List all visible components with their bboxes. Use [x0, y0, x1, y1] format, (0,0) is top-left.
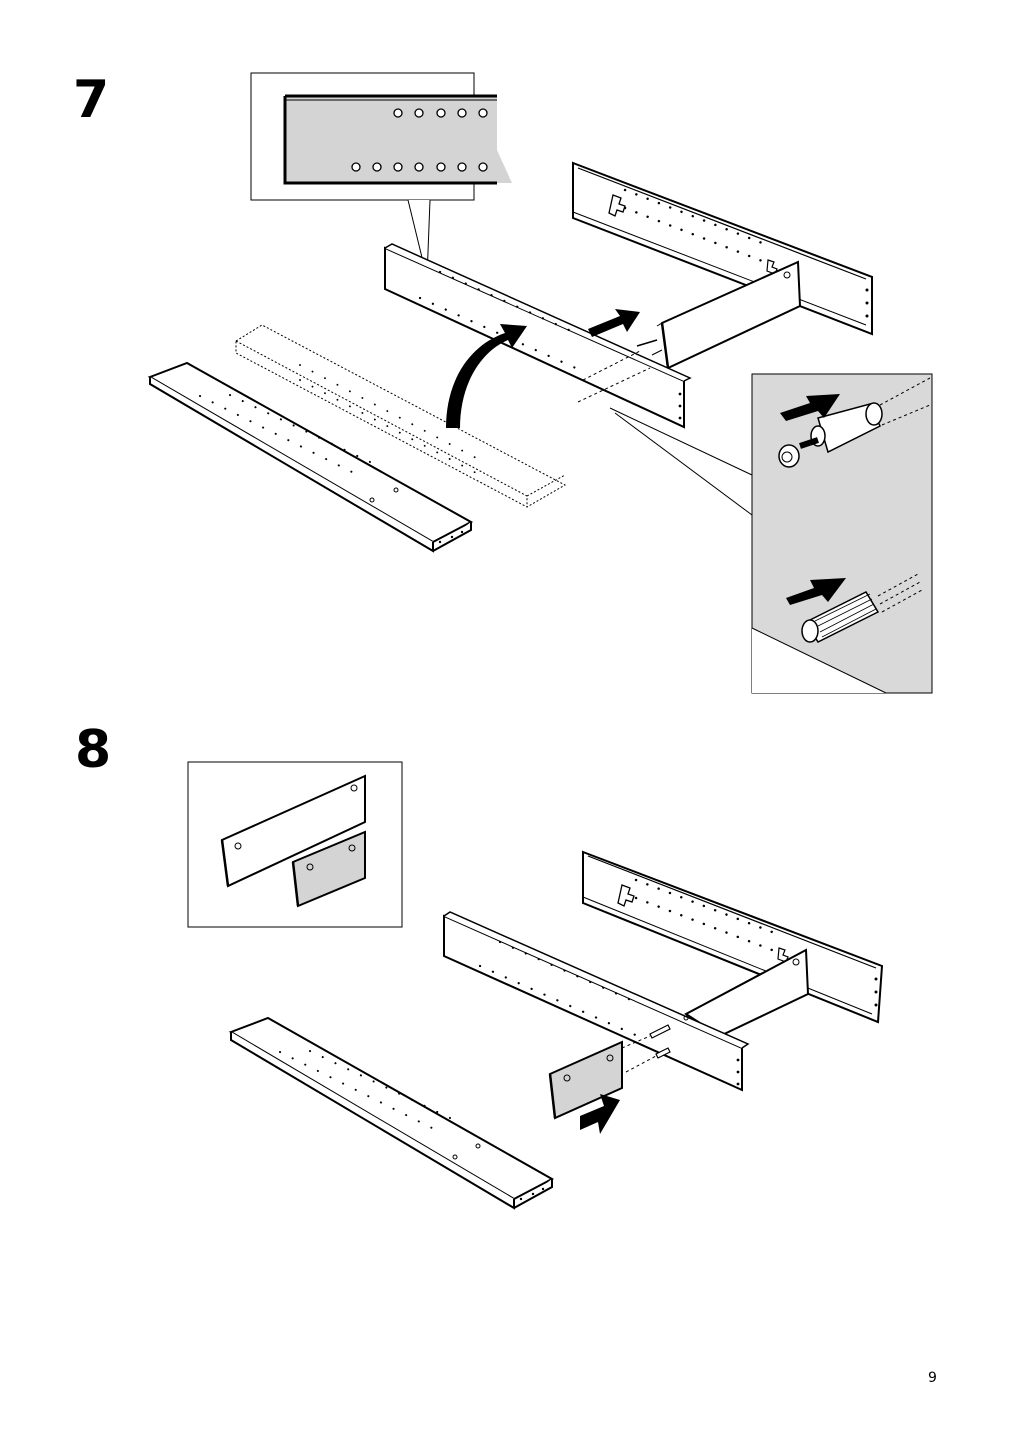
bottom-side-rail-step8: [228, 1016, 555, 1210]
end-block: [548, 1040, 623, 1120]
dowels-step8: [621, 1024, 671, 1073]
wooden-dowel-icon: [786, 573, 923, 643]
step-7-number: 7: [73, 70, 110, 130]
cam-bolt-icon: [778, 377, 931, 468]
insert-direction-arrow: [580, 1094, 620, 1134]
flip-rotation-arrow: [446, 324, 527, 428]
cross-member: [636, 260, 802, 370]
rail-ghost-position: [235, 324, 567, 508]
part-comparison-callout: [187, 761, 403, 928]
dowel-detail-callout: [751, 373, 933, 694]
front-side-rail-step8: [443, 911, 750, 1092]
step-7-illustration: [147, 72, 933, 694]
step-8-number: 8: [75, 720, 112, 780]
step-8-illustration: [187, 761, 884, 1210]
page-number: 9: [928, 1370, 937, 1386]
front-side-rail: [384, 243, 692, 429]
bottom-side-rail: [147, 361, 474, 553]
push-direction-arrow: [588, 309, 640, 337]
hole-pattern-detail-callout: [250, 72, 512, 279]
